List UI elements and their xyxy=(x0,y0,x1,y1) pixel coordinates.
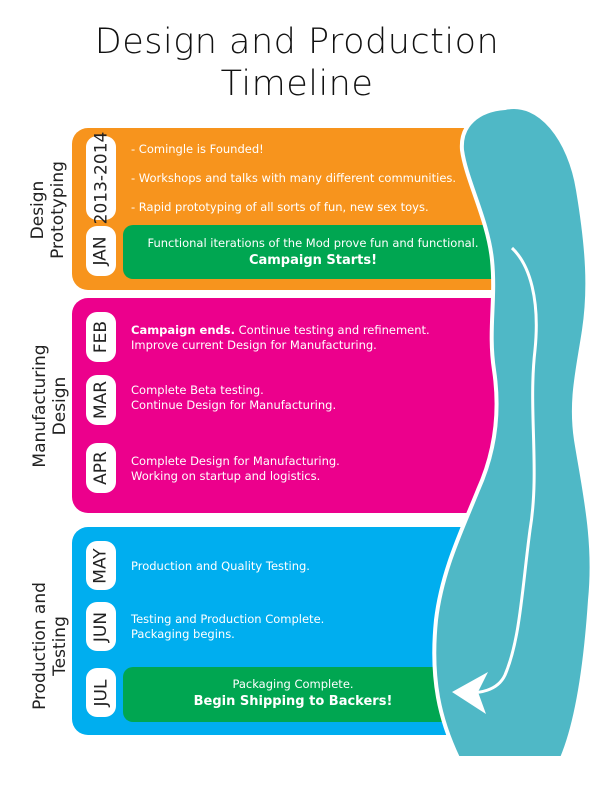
entry-text: - Workshops and talks with many differen… xyxy=(131,171,457,185)
entry-text: Complete Design for Manufacturing.Workin… xyxy=(131,454,340,484)
entry-text-line2: Packaging begins. xyxy=(131,627,235,641)
teal-product-shape xyxy=(432,104,594,760)
entry-text: Campaign ends. Continue testing and refi… xyxy=(131,323,430,353)
entry-text-part: Complete Beta testing. xyxy=(131,383,264,397)
date-pill: FEB xyxy=(86,312,116,362)
milestone-begin-shipping: Packaging Complete. Begin Shipping to Ba… xyxy=(123,667,463,722)
entry-text: - Comingle is Founded! xyxy=(131,142,264,156)
title-line-1: Design and Production xyxy=(94,22,500,62)
date-pill: APR xyxy=(86,443,116,493)
date-pill: JUN xyxy=(86,602,116,651)
entry-text: Complete Beta testing.Continue Design fo… xyxy=(131,383,336,413)
arrow-head-icon xyxy=(452,672,488,714)
entry-text: Functional iterations of the Mod prove f… xyxy=(147,236,479,250)
entry-bold-text: Campaign ends. xyxy=(131,323,235,337)
date-pill: JUL xyxy=(86,668,116,717)
entry-text-part: Continue testing and refinement. xyxy=(234,323,430,337)
entry-text-line2: Working on startup and logistics. xyxy=(131,469,321,483)
entry-text: - Rapid prototyping of all sorts of fun,… xyxy=(131,200,429,214)
entry-text: Production and Quality Testing. xyxy=(131,559,310,573)
date-pill: 2013-2014 xyxy=(86,132,116,224)
entry-bold-text: Begin Shipping to Backers! xyxy=(193,694,393,709)
entry-text: Testing and Production Complete.Packagin… xyxy=(131,612,324,642)
title-line-2: Timeline xyxy=(220,64,374,104)
entry-bold-text: Campaign Starts! xyxy=(248,253,378,268)
entry-text-line2: Improve current Design for Manufacturing… xyxy=(131,338,377,352)
date-pill: MAR xyxy=(86,375,116,425)
flow-arrow-line xyxy=(457,246,538,695)
entry-text-line2: Continue Design for Manufacturing. xyxy=(131,398,337,412)
date-pill: MAY xyxy=(86,541,116,590)
date-pill: JAN xyxy=(86,226,116,276)
milestone-campaign-starts: Functional iterations of the Mod prove f… xyxy=(123,225,503,279)
entry-text-part: Testing and Production Complete. xyxy=(131,612,325,626)
section-box-manufacturing-design xyxy=(72,298,512,513)
entry-text-part: Complete Design for Manufacturing. xyxy=(131,454,340,468)
entry-text: Packaging Complete. xyxy=(232,677,354,691)
